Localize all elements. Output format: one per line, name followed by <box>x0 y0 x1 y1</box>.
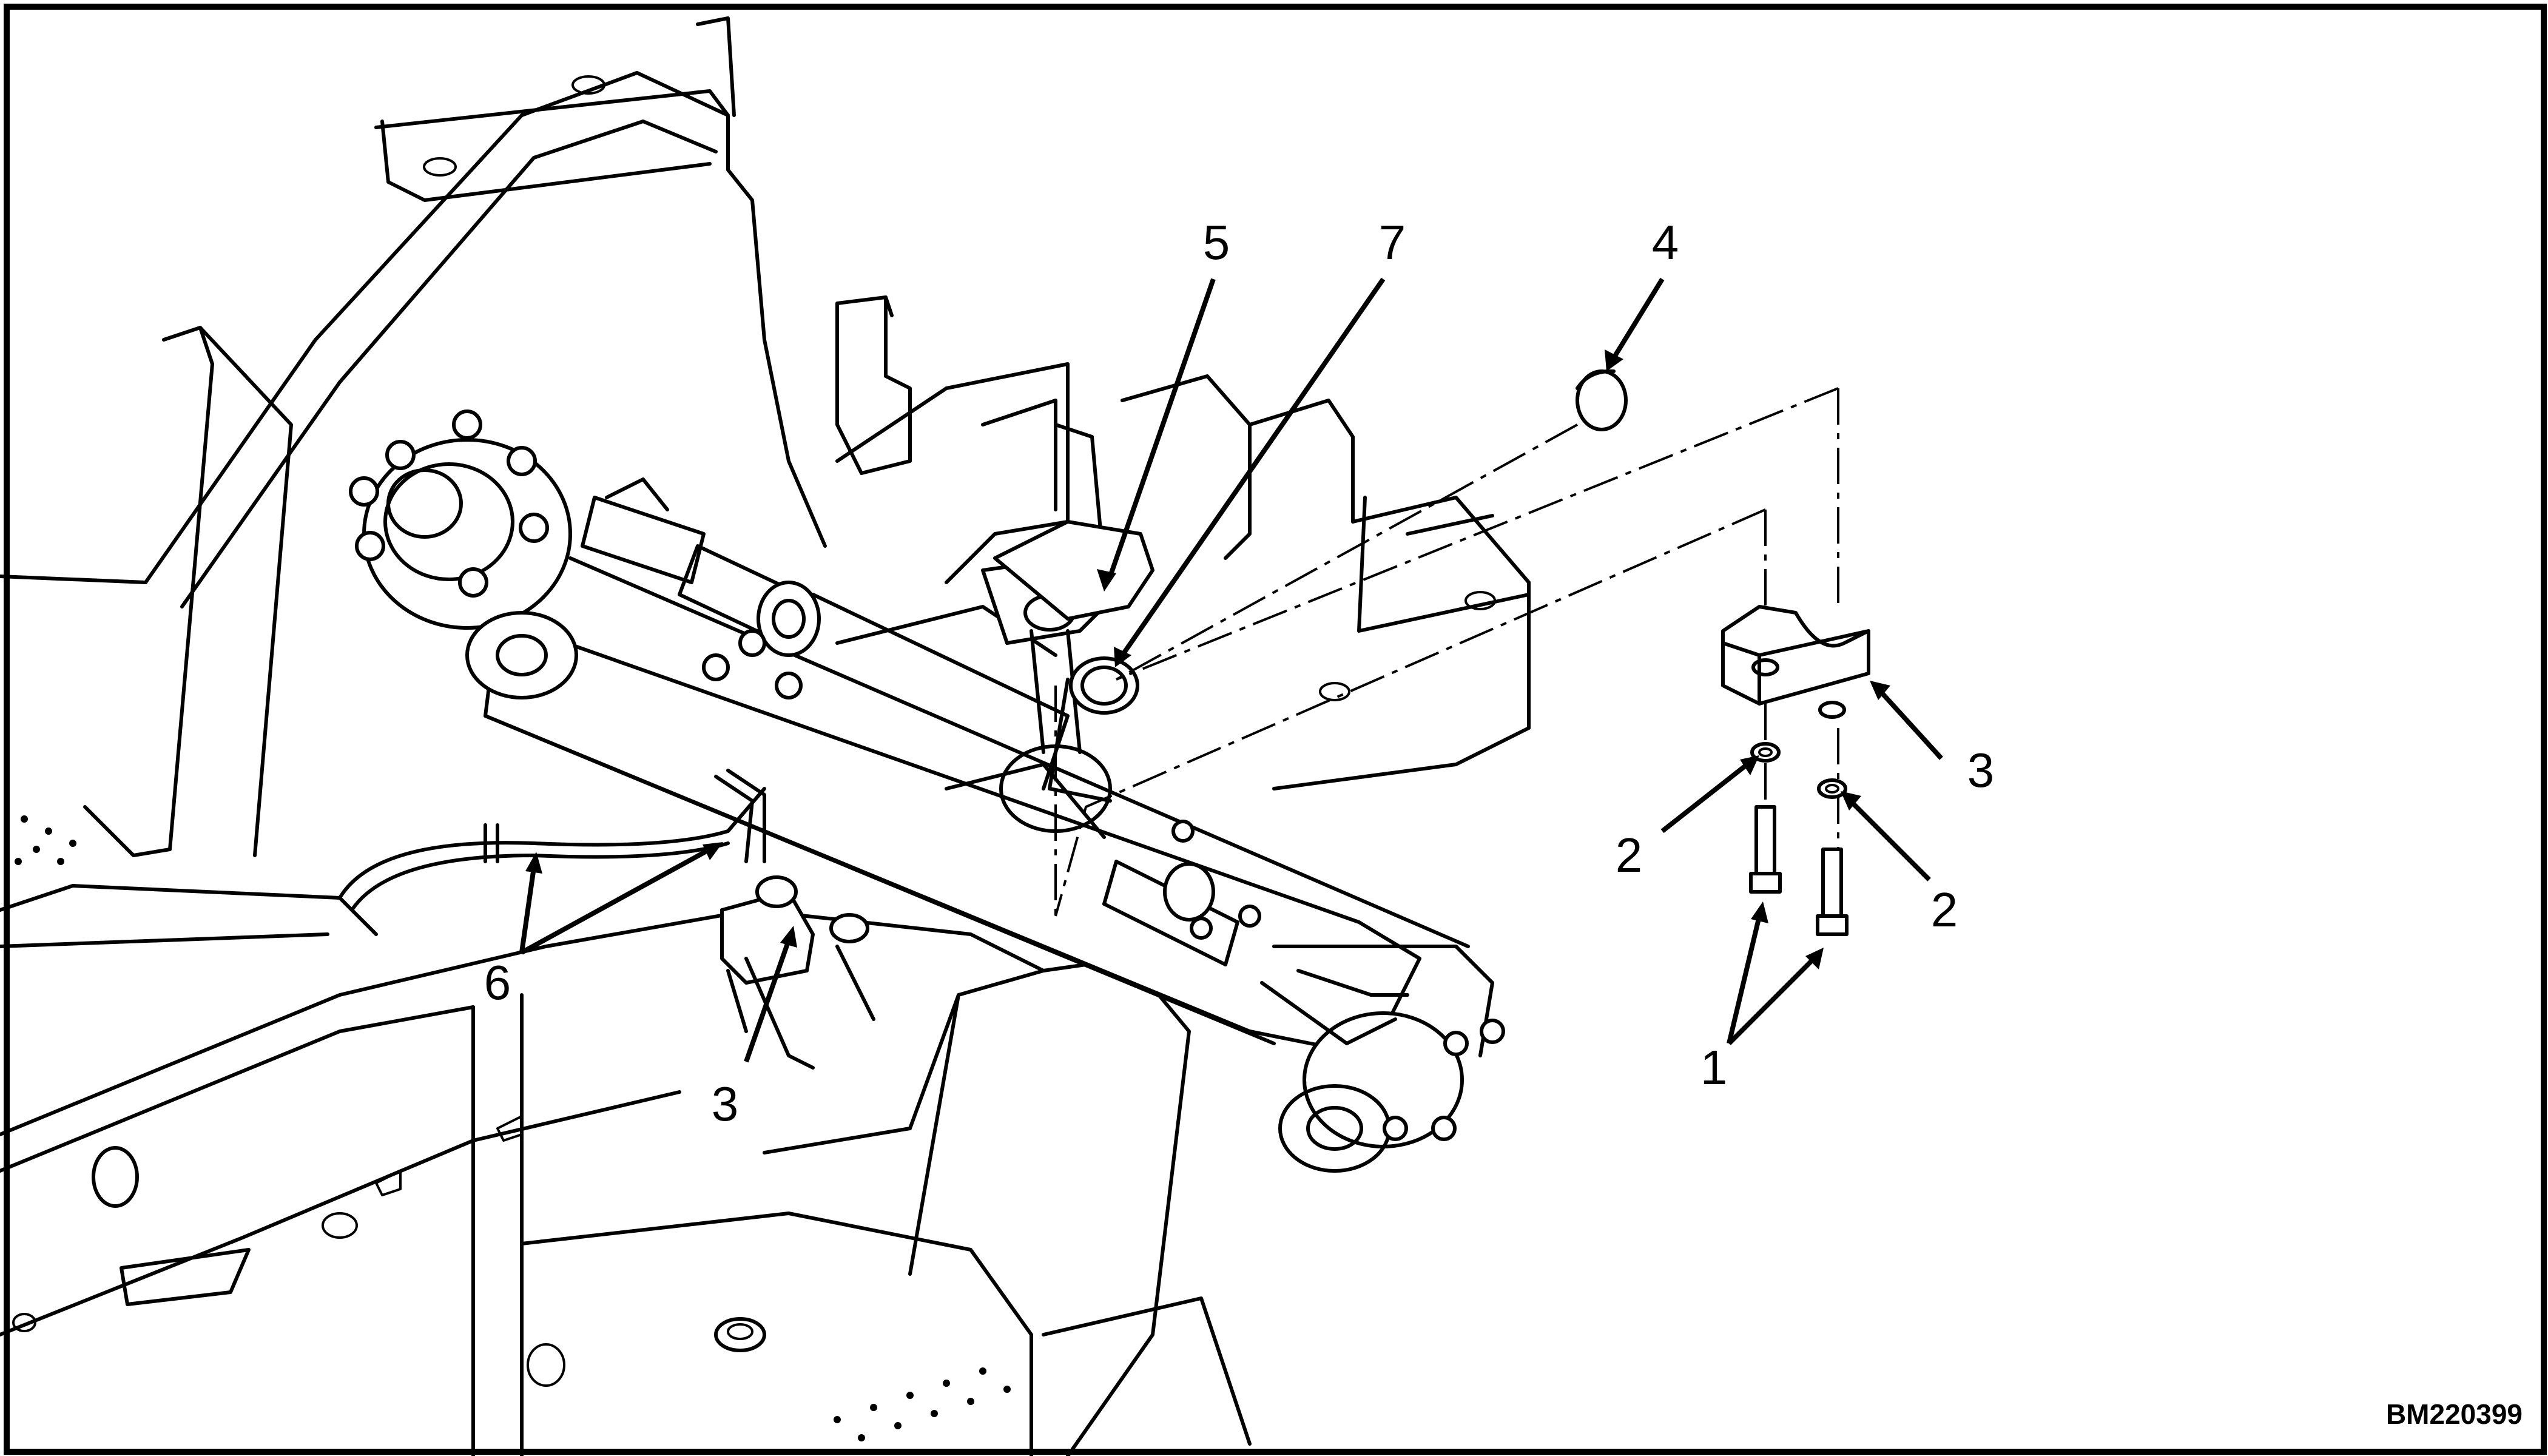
leader-lines <box>519 277 1943 1063</box>
callout-washer-right: 2 <box>1930 883 1958 937</box>
loader-frame <box>0 16 1252 1456</box>
plug <box>1576 369 1628 431</box>
axle-housing <box>349 410 1505 1173</box>
figure-id: BM220399 <box>2385 1398 2523 1430</box>
clamp-block <box>1721 605 1870 719</box>
left-hub-bolts <box>349 410 549 598</box>
hydraulic-hoses <box>338 769 766 912</box>
diagram-border <box>4 4 2547 1455</box>
callout-hose: 6 <box>484 956 511 1009</box>
callout-washer-left: 2 <box>1615 828 1643 882</box>
callout-block-right: 3 <box>1967 743 1995 797</box>
floor-pattern-right <box>834 1367 1011 1441</box>
callout-bolt: 1 <box>1700 1040 1728 1094</box>
floor-pattern-left <box>15 815 76 865</box>
callout-plug: 4 <box>1651 215 1679 269</box>
callout-block-lower: 3 <box>711 1077 739 1131</box>
callout-bushing: 7 <box>1378 215 1406 269</box>
callout-pivot: 5 <box>1202 215 1230 269</box>
bolts <box>1749 805 1849 936</box>
lower-mount <box>720 875 875 1070</box>
